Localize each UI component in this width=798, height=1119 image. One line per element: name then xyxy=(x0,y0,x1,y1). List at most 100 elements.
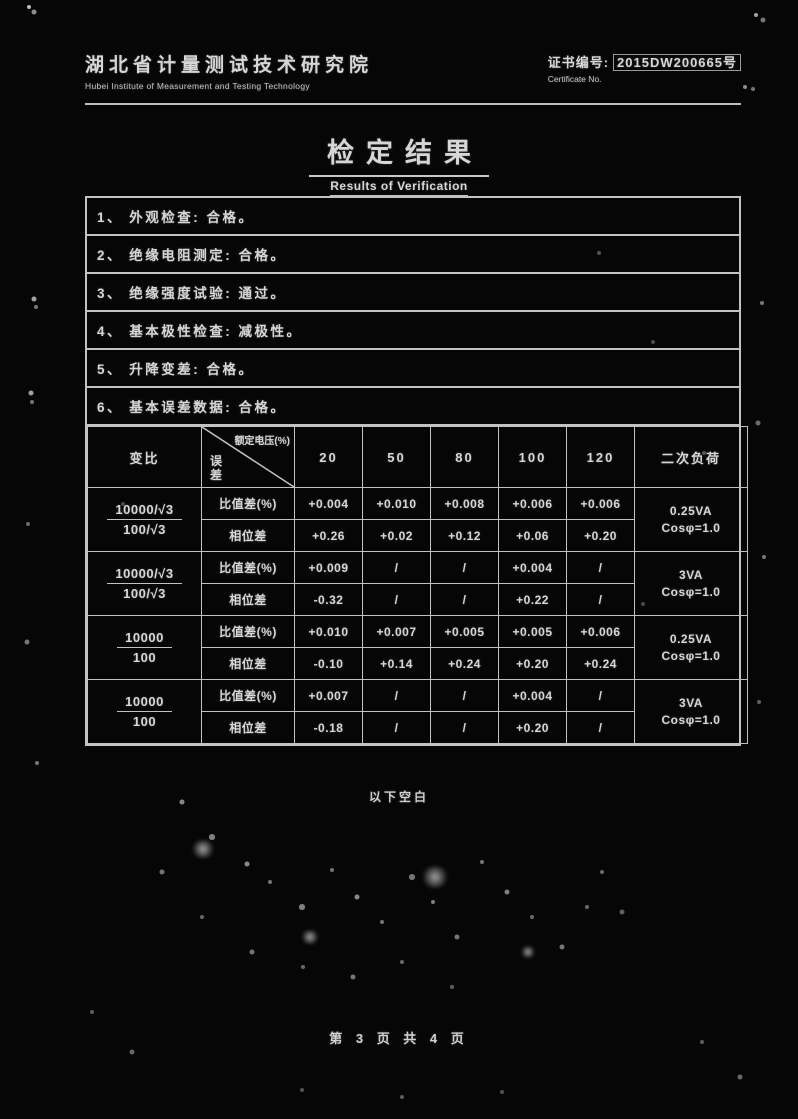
error-value-cell: +0.004 xyxy=(498,551,567,584)
table-row: 10000/√3 100/√3 比值差(%) +0.004 +0.010 +0.… xyxy=(87,487,748,552)
row-label-ratio-error: 比值差(%) xyxy=(201,615,295,648)
error-value-cell: / xyxy=(566,711,635,744)
check-item-insulation-resistance: 2、 绝缘电阻测定: 合格。 xyxy=(87,236,739,274)
table-row: 相位差 -0.18 / / +0.20 / xyxy=(88,711,748,744)
error-value-cell: -0.10 xyxy=(294,647,363,680)
burden-value: 0.25VA xyxy=(669,504,713,519)
error-value-cell: +0.010 xyxy=(294,615,363,648)
error-value-cell: +0.14 xyxy=(362,647,431,680)
error-data-table: 变比 额定电压(%) 误差 20 50 80 100 120 二次负荷 1000… xyxy=(87,426,748,744)
burden-cell: 0.25VA Cosφ=1.0 xyxy=(634,615,748,680)
error-value-cell: +0.02 xyxy=(362,519,431,552)
error-value-cell: / xyxy=(566,551,635,584)
diagonal-header-cell: 额定电压(%) 误差 xyxy=(201,426,295,488)
check-item-dielectric-strength: 3、 绝缘强度试验: 通过。 xyxy=(87,274,739,312)
check-item-basic-error: 6、 基本误差数据: 合格。 xyxy=(87,388,739,426)
burden-value: 3VA xyxy=(679,568,703,583)
page-title: 检定结果 xyxy=(309,131,489,177)
burden-value: 3VA xyxy=(679,696,703,711)
diagonal-line xyxy=(202,427,294,487)
error-value-cell: +0.004 xyxy=(294,487,363,520)
error-value-cell: +0.26 xyxy=(294,519,363,552)
error-value-cell: +0.006 xyxy=(566,487,635,520)
certificate-number-label-en: Certificate No. xyxy=(547,74,602,84)
diagonal-header-bottom-label: 误差 xyxy=(210,454,223,483)
institute-block: 湖北省计量测试技术研究院 Hubei Institute of Measurem… xyxy=(85,50,373,91)
error-value-cell: / xyxy=(362,583,431,616)
ratio-cell: 10000 100 xyxy=(87,615,202,680)
error-value-cell: +0.005 xyxy=(498,615,567,648)
error-value-cell: / xyxy=(430,711,499,744)
error-value-cell: -0.32 xyxy=(294,583,363,616)
institute-name-cn: 湖北省计量测试技术研究院 xyxy=(85,55,374,76)
ratio-numerator: 10000/√3 xyxy=(107,566,182,584)
ratio-numerator: 10000 xyxy=(117,630,172,648)
error-value-cell: / xyxy=(566,679,635,712)
check-item-appearance: 1、 外观检查: 合格。 xyxy=(87,198,739,236)
ratio-denominator: 100 xyxy=(132,650,157,665)
percent-header-100: 100 xyxy=(498,426,567,488)
page-number: 第 3 页 共 4 页 xyxy=(329,1031,469,1046)
table-row: 10000/√3 100/√3 比值差(%) +0.009 / / +0.004… xyxy=(87,551,748,616)
row-label-ratio-error: 比值差(%) xyxy=(201,551,295,584)
percent-header-20: 20 xyxy=(294,426,363,488)
ratio-cell: 10000/√3 100/√3 xyxy=(87,487,202,552)
error-value-cell: +0.006 xyxy=(566,615,635,648)
error-value-cell: +0.008 xyxy=(430,487,499,520)
row-label-ratio-error: 比值差(%) xyxy=(201,487,295,520)
verification-results-box: 1、 外观检查: 合格。 2、 绝缘电阻测定: 合格。 3、 绝缘强度试验: 通… xyxy=(85,196,748,746)
error-value-cell: +0.12 xyxy=(430,519,499,552)
error-value-cell: +0.006 xyxy=(498,487,567,520)
ratio-denominator: 100/√3 xyxy=(123,522,166,537)
diagonal-header-top-label: 额定电压(%) xyxy=(234,436,290,447)
check-item-variation: 5、 升降变差: 合格。 xyxy=(87,350,739,388)
error-value-cell: / xyxy=(362,679,431,712)
error-value-cell: +0.24 xyxy=(430,647,499,680)
burden-cos-phi: Cosφ=1.0 xyxy=(661,712,721,727)
percent-header-50: 50 xyxy=(362,426,431,488)
scan-noise-blob xyxy=(190,840,216,858)
table-row: 10000 100 比值差(%) +0.007 / / +0.004 / 3VA… xyxy=(87,679,748,744)
error-value-cell: +0.24 xyxy=(566,647,635,680)
error-value-cell: +0.20 xyxy=(498,647,567,680)
certificate-number-value: 2015DW200665号 xyxy=(613,54,741,71)
error-value-cell: / xyxy=(362,711,431,744)
error-value-cell: +0.20 xyxy=(498,711,567,744)
percent-header-120: 120 xyxy=(566,426,635,488)
ratio-denominator: 100 xyxy=(132,714,157,729)
header-divider xyxy=(85,103,741,105)
institute-name-en: Hubei Institute of Measurement and Testi… xyxy=(85,81,310,91)
ratio-numerator: 10000/√3 xyxy=(107,502,182,520)
page-subtitle: Results of Verification xyxy=(330,179,468,196)
burden-cell: 3VA Cosφ=1.0 xyxy=(634,679,748,744)
error-value-cell: / xyxy=(566,583,635,616)
error-value-cell: +0.06 xyxy=(498,519,567,552)
error-value-cell: / xyxy=(362,551,431,584)
error-value-cell: +0.010 xyxy=(362,487,431,520)
ratio-cell: 10000 100 xyxy=(87,679,202,744)
error-value-cell: / xyxy=(430,551,499,584)
scan-noise-blob xyxy=(520,946,536,958)
burden-column-header: 二次负荷 xyxy=(634,426,748,488)
burden-cell: 0.25VA Cosφ=1.0 xyxy=(634,487,748,552)
check-item-polarity: 4、 基本极性检查: 减极性。 xyxy=(87,312,739,350)
burden-cell: 3VA Cosφ=1.0 xyxy=(634,551,748,616)
title-row: 检定结果 xyxy=(0,131,798,177)
scan-noise-speckles xyxy=(0,0,2,2)
blank-below-note: 以下空白 xyxy=(368,790,429,804)
percent-header-80: 80 xyxy=(430,426,499,488)
error-value-cell: +0.22 xyxy=(498,583,567,616)
table-row: 10000 100 比值差(%) +0.010 +0.007 +0.005 +0… xyxy=(87,615,748,680)
row-label-phase-error: 相位差 xyxy=(201,647,295,680)
document-header: 湖北省计量测试技术研究院 Hubei Institute of Measurem… xyxy=(85,50,741,91)
row-label-phase-error: 相位差 xyxy=(201,583,295,616)
error-value-cell: -0.18 xyxy=(294,711,363,744)
error-value-cell: +0.007 xyxy=(294,679,363,712)
scan-noise-blob xyxy=(300,930,320,944)
error-value-cell: / xyxy=(430,583,499,616)
certificate-number-line: 证书编号:2015DW200665号 xyxy=(548,52,741,71)
row-label-ratio-error: 比值差(%) xyxy=(201,679,295,712)
error-value-cell: +0.004 xyxy=(498,679,567,712)
ratio-column-header: 变比 xyxy=(87,426,202,488)
